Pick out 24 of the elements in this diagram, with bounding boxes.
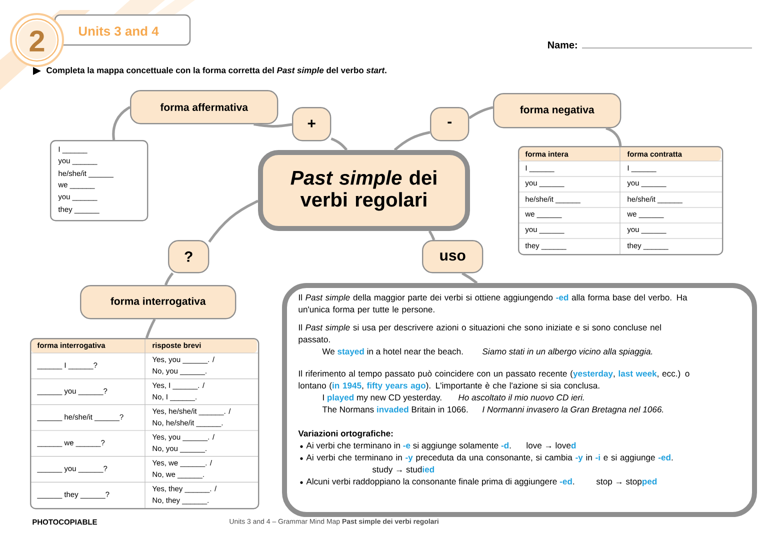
connector-line xyxy=(462,272,478,284)
topic-bubble: + xyxy=(292,107,332,142)
topic-bubble: forma negativa xyxy=(493,93,622,128)
instruction: Completa la mappa concettuale con la forma corretta del Past simple del verbo start. xyxy=(46,67,386,75)
name-label: Name: xyxy=(548,42,577,48)
topic-bubble: forma interrogativa xyxy=(80,285,236,320)
central-topic-box: Past simple dei verbi regolari xyxy=(258,150,470,231)
usage-notes-box: Il Past simple della maggior parte dei verbi si ottiene aggiungendo -ed alla forma base del verbo. Ha un'unica forma per tutte le persone. Il Past simple si usa per descrivere azioni o situazioni che sono iniziate e si sono concluse nel passato. We stayed in a hotel near the beach. Siamo stati in un albergo vicino alla spiaggia. Il riferimento al tempo passato può coincidere con un passato recente (yesterday, last week, ecc.) o lontano (in 1945, fifty years ago). L'importante è che l'azione si sia conclusa. I played my new CD yesterday. Ho ascoltato il mio nuovo CD ieri. The Normans invaded Britain in 1066. I Normanni invasero la Gran Bretagna nel 1066. Variazioni ortografiche: Ai verbi che terminano in -e si aggiunge solamente -d. love → loved Ai verbi che terminano in -y preceduta da una consonante, si cambia -y in -i e si aggiunge -ed. study → studied Alcuni verbi raddoppiano la consonante finale prima di aggiungere -ed. stop → stopped xyxy=(282,283,757,517)
topic-bubble: - xyxy=(430,107,470,142)
connector-line xyxy=(164,272,174,286)
unit-number-badge: 2 xyxy=(10,13,64,67)
topic-bubble: forma affermativa xyxy=(130,90,278,124)
connector-line xyxy=(394,131,430,151)
connector-line xyxy=(254,122,292,128)
topic-bubble: ? xyxy=(168,240,210,274)
connector-line xyxy=(606,126,622,146)
connector-line xyxy=(468,106,494,120)
topic-bubble: uso xyxy=(422,240,484,274)
connector-line xyxy=(330,138,348,151)
unit-tab: Units 3 and 4 xyxy=(54,14,191,46)
connector-line xyxy=(208,200,259,243)
connector-line xyxy=(428,230,436,240)
connector-line xyxy=(145,318,156,338)
connector-line xyxy=(112,106,131,140)
